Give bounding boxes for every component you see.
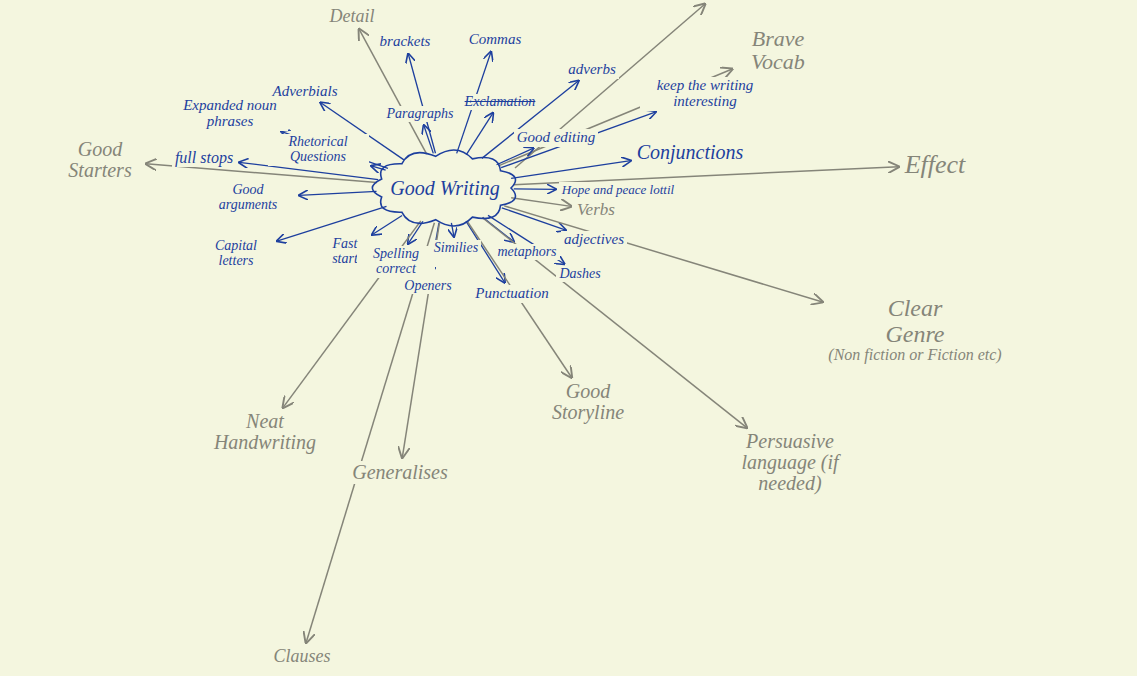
idea-label: Good Storyline bbox=[538, 381, 638, 423]
idea-word: Clear Genre(Non fiction or Fiction etc) bbox=[825, 295, 1004, 364]
idea-label: Openers bbox=[404, 279, 451, 294]
idea-label: Expanded noun phrases bbox=[175, 98, 285, 130]
branch-arrow bbox=[408, 221, 423, 244]
branch-arrow bbox=[451, 223, 454, 237]
idea-word: Brave Vocab bbox=[735, 26, 821, 74]
idea-label: full stops bbox=[175, 150, 233, 167]
idea-label: Clear Genre bbox=[867, 296, 962, 346]
idea-label: Punctuation bbox=[475, 286, 548, 302]
idea-label: brackets bbox=[380, 34, 431, 50]
idea-word: Rhetorical Questions bbox=[268, 134, 369, 165]
idea-label: Clauses bbox=[273, 647, 330, 666]
branch-arrow bbox=[299, 191, 377, 195]
idea-word: metaphors bbox=[494, 244, 559, 261]
idea-label: Exclamation bbox=[465, 95, 536, 110]
idea-word: Good Storyline bbox=[535, 380, 641, 424]
idea-word: Neat Handwriting bbox=[207, 410, 323, 454]
idea-word: keep the writing interesting bbox=[640, 77, 771, 111]
branch-arrow bbox=[408, 54, 435, 153]
idea-label: Good Starters bbox=[60, 139, 140, 181]
branch-arrow bbox=[424, 125, 434, 153]
idea-word: adjectives bbox=[561, 231, 627, 249]
idea-label: Spelling correct bbox=[360, 247, 432, 276]
idea-word: brackets bbox=[377, 33, 434, 51]
branch-arrow bbox=[511, 161, 631, 179]
idea-label: Commas bbox=[469, 32, 522, 48]
idea-label: metaphors bbox=[497, 245, 556, 260]
idea-label: Dashes bbox=[559, 267, 600, 282]
idea-word: Good arguments bbox=[200, 182, 296, 213]
idea-word: Verbs bbox=[574, 200, 618, 220]
idea-word: Clauses bbox=[270, 646, 333, 667]
idea-label: Capital letters bbox=[201, 239, 271, 268]
idea-label: adverbs bbox=[568, 62, 616, 78]
branch-arrow bbox=[466, 113, 493, 155]
central-cloud: Good Writing bbox=[365, 143, 525, 233]
idea-label: Paragraphs bbox=[387, 107, 454, 122]
idea-label: (Non fiction or Fiction etc) bbox=[828, 347, 1001, 364]
idea-word: Hope and peace lottil bbox=[559, 182, 677, 198]
idea-word: Capital letters bbox=[198, 238, 274, 269]
idea-word: Similies bbox=[431, 240, 481, 257]
idea-label: Hope and peace lottil bbox=[562, 183, 674, 197]
idea-label: Verbs bbox=[577, 201, 615, 219]
idea-label: Brave Vocab bbox=[738, 27, 818, 73]
branch-arrow bbox=[482, 218, 747, 428]
idea-word: Expanded noun phrases bbox=[172, 97, 288, 131]
branch-arrow bbox=[501, 112, 656, 168]
idea-word: Paragraphs bbox=[384, 106, 457, 123]
idea-label: Rhetorical Questions bbox=[271, 135, 366, 164]
branch-arrow bbox=[514, 188, 556, 190]
idea-word: Generalises bbox=[349, 461, 451, 484]
idea-word: Detail bbox=[327, 6, 378, 27]
idea-label: Good editing bbox=[517, 130, 596, 146]
idea-word: adverbs bbox=[565, 61, 619, 79]
idea-word: Punctuation bbox=[472, 285, 551, 303]
branch-arrow bbox=[497, 148, 534, 165]
idea-word: Good editing bbox=[514, 129, 599, 147]
idea-label: Generalises bbox=[352, 462, 448, 483]
idea-label: Similies bbox=[434, 241, 478, 256]
idea-label: Good arguments bbox=[203, 183, 293, 212]
idea-word: Dashes bbox=[556, 266, 603, 283]
idea-word: Conjunctions bbox=[634, 141, 747, 164]
idea-word: Commas bbox=[466, 31, 525, 49]
idea-word: Effect bbox=[902, 150, 969, 179]
idea-word: Exclamation bbox=[462, 94, 539, 111]
branch-arrow bbox=[372, 215, 402, 234]
idea-label: adjectives bbox=[564, 232, 624, 248]
branch-arrow bbox=[502, 208, 566, 230]
branch-arrow bbox=[467, 221, 571, 377]
idea-label: keep the writing interesting bbox=[643, 78, 768, 110]
idea-label: Effect bbox=[905, 151, 966, 178]
branch-arrow bbox=[488, 215, 564, 264]
branch-arrow bbox=[511, 198, 571, 207]
idea-word: Spelling correct bbox=[357, 246, 435, 277]
idea-label: Neat Handwriting bbox=[210, 411, 320, 453]
idea-word: Good Starters bbox=[57, 138, 143, 182]
central-label: Good Writing bbox=[390, 177, 499, 200]
idea-word: Openers bbox=[401, 278, 454, 295]
idea-word: full stops bbox=[172, 149, 236, 168]
idea-label: Persuasive language (if needed) bbox=[715, 431, 865, 494]
idea-label: Detail bbox=[330, 7, 375, 26]
idea-word: Persuasive language (if needed) bbox=[712, 430, 868, 495]
cloud-path bbox=[372, 150, 515, 226]
idea-label: Conjunctions bbox=[637, 142, 744, 163]
